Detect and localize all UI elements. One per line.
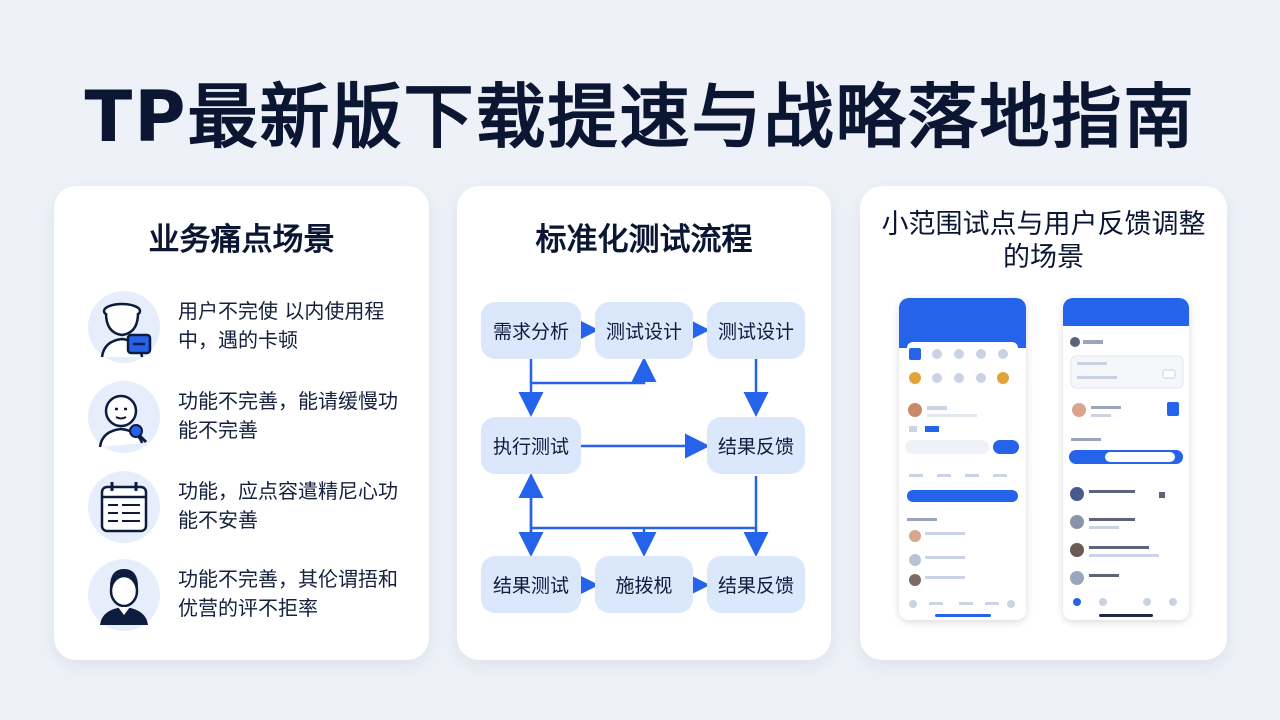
flow-node-feedback: 结果反馈	[707, 417, 805, 474]
pain-point-item: 功能，应点容遣精尼心功能不安善	[88, 471, 408, 551]
test-process-title: 标准化测试流程	[535, 222, 753, 258]
pain-point-text: 功能不完善，能请缓慢功能不完善	[178, 389, 398, 442]
flow-connectors	[518, 317, 769, 598]
flow-node-execute: 执行测试	[481, 417, 581, 474]
pain-point-item: 功能不完善，能请缓慢功能不完善	[88, 381, 408, 461]
pain-point-text: 用户不完使 以内使用程中，遇的卡顿	[178, 299, 385, 352]
phone-screen-1	[899, 298, 1026, 620]
calendar-icon	[88, 471, 160, 543]
user-search-icon	[88, 381, 160, 453]
flow-node-middle: 施拨枧	[595, 556, 693, 613]
pain-point-text: 功能，应点容遣精尼心功能不安善	[178, 479, 398, 532]
flow-node-requirements: 需求分析	[481, 302, 581, 359]
person-icon	[88, 559, 160, 631]
pain-points-card: 业务痛点场景 用户不完使 以内使用程中，遇的卡顿	[54, 186, 429, 660]
flow-node-test-design: 测试设计	[595, 302, 693, 359]
page-title: TP最新版下载提速与战略落地指南	[84, 76, 1196, 158]
pilot-feedback-title: 小范围试点与用户反馈调整的场景	[881, 209, 1206, 273]
phone-mockup-2	[1063, 298, 1189, 620]
flow-node-result-test: 结果测试	[481, 556, 581, 613]
pain-point-item: 功能不完善，其伦谓捂和优营的评不拒率	[88, 559, 408, 639]
pain-point-item: 用户不完使 以内使用程中，遇的卡顿	[88, 291, 408, 371]
test-process-card: 标准化测试流程 需	[457, 186, 831, 660]
flow-node-test-design-2: 测试设计	[707, 302, 805, 359]
officer-icon	[88, 291, 160, 363]
pilot-feedback-card: 小范围试点与用户反馈调整的场景	[860, 186, 1227, 660]
flow-node-feedback-2: 结果反馈	[707, 556, 805, 613]
phone-screen-2	[1063, 298, 1189, 620]
pain-point-text: 功能不完善，其伦谓捂和优营的评不拒率	[178, 567, 398, 620]
pain-points-title: 业务痛点场景	[148, 222, 335, 258]
flow-diagram: 需求分析 测试设计 测试设计 执行测试 结果反馈 结果测试 施拨枧 结果反馈	[457, 186, 831, 660]
phone-mockup-1	[899, 298, 1026, 620]
